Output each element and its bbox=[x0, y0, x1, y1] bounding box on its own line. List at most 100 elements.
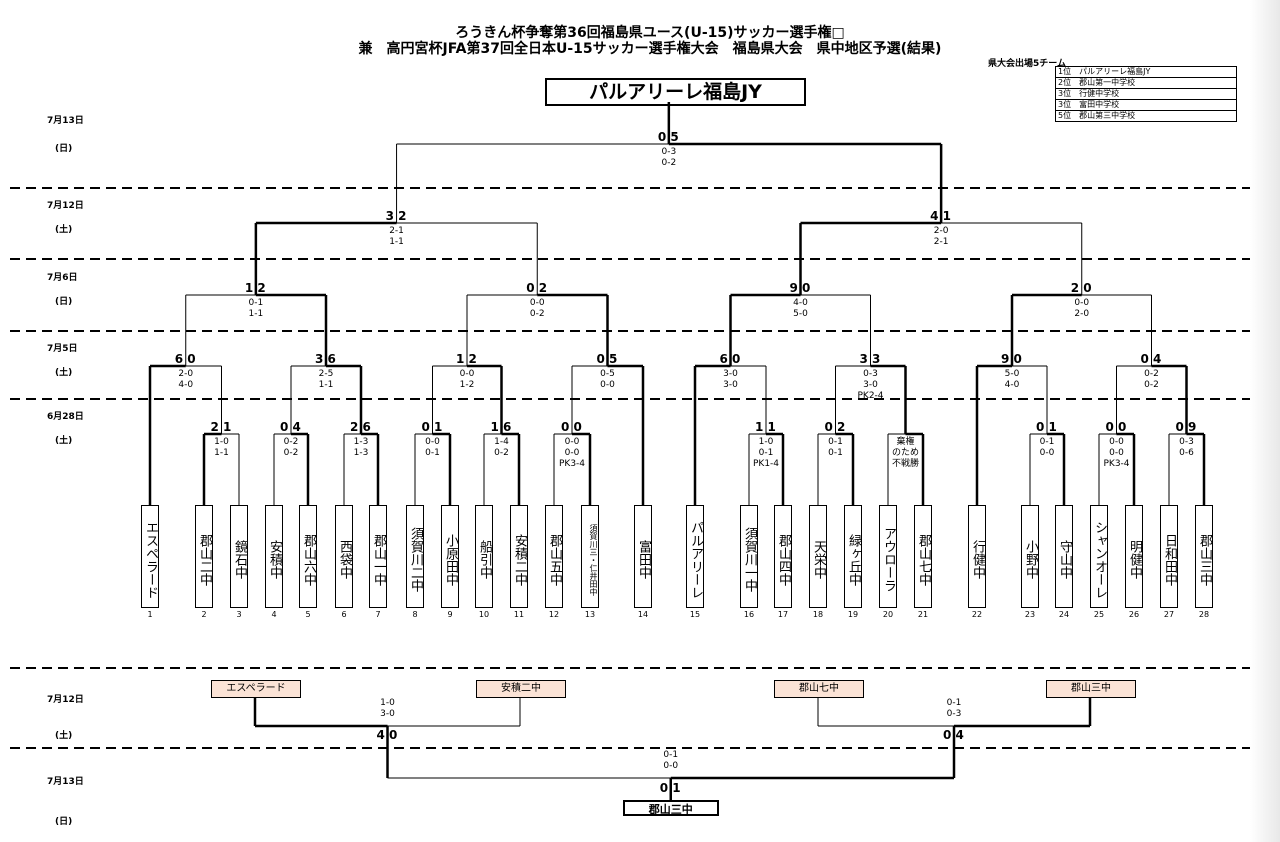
ranking-header: 県大会出場5チーム bbox=[988, 59, 1066, 69]
team-box: 緑ヶ丘中 bbox=[844, 505, 862, 608]
r2-match-detail: 2-0 bbox=[178, 369, 194, 379]
r1-match-detail: 0-1 bbox=[828, 448, 843, 458]
team-box: 郡山六中 bbox=[299, 505, 317, 608]
consolation-winner-box: 郡山三中 bbox=[622, 800, 719, 816]
r1-match-detail: 1-3 bbox=[353, 448, 369, 458]
r1-match-score: 0 4 bbox=[280, 420, 301, 434]
team-number: 18 bbox=[812, 610, 824, 619]
r2-match-detail: 4-0 bbox=[1004, 380, 1020, 390]
r2-match-detail: 0-0 bbox=[600, 380, 615, 390]
date-label: 6月28日 bbox=[47, 412, 84, 422]
r1-match-detail: 1-0 bbox=[214, 437, 229, 447]
r1-match-detail: 棄権 bbox=[896, 437, 915, 447]
team-box: 行健中 bbox=[968, 505, 986, 608]
team-box: 富田中 bbox=[634, 505, 652, 608]
consolation-final-detail: 0-0 bbox=[663, 761, 679, 771]
r1-match-detail: 0-0 bbox=[564, 448, 580, 458]
r3-match-detail: 0-0 bbox=[1074, 298, 1090, 308]
r3-match-detail: 0-2 bbox=[529, 309, 545, 319]
r1-match-score: 1 1 bbox=[755, 420, 776, 434]
r2-match-detail: 0-3 bbox=[863, 369, 878, 379]
ranking-row: 2位 郡山第一中学校 bbox=[1056, 78, 1236, 89]
team-number: 7 bbox=[375, 610, 381, 619]
r1-match-score: 2 6 bbox=[350, 420, 371, 434]
r1-match-detail: 0-1 bbox=[758, 448, 774, 458]
title-line-2: 兼 高円宮杯JFA第37回全日本U-15サッカー選手権大会 福島県大会 県中地区… bbox=[358, 41, 942, 57]
r4-match-detail: 2-1 bbox=[933, 237, 949, 247]
day-of-week-label: (日) bbox=[55, 144, 73, 154]
r1-match-score: 1 6 bbox=[490, 420, 512, 434]
day-of-week-label: (土) bbox=[55, 436, 73, 446]
team-number: 14 bbox=[637, 610, 649, 619]
ranking-row: 5位 郡山第三中学校 bbox=[1058, 111, 1136, 120]
team-box: 須賀川二中 bbox=[406, 505, 424, 608]
r2-match-detail: 1-1 bbox=[318, 380, 334, 390]
date-label: 7月6日 bbox=[47, 273, 78, 283]
r1-match-detail: 0-0 bbox=[1109, 437, 1124, 447]
team-box: 郡山七中 bbox=[914, 505, 932, 608]
r2-match-score: 9 0 bbox=[1001, 352, 1022, 366]
r1-match-detail: 0-1 bbox=[1039, 437, 1055, 447]
r2-match-score: 6 0 bbox=[719, 352, 741, 366]
team-number: 22 bbox=[971, 610, 983, 619]
day-of-week-label: (日) bbox=[55, 297, 73, 307]
r2-match-score: 1 2 bbox=[456, 352, 477, 366]
team-box: 郡山四中 bbox=[774, 505, 792, 608]
team-number: 16 bbox=[743, 610, 755, 619]
r2-match-detail: 4-0 bbox=[178, 380, 194, 390]
r1-match-score: 0 1 bbox=[421, 420, 443, 434]
r1-match-score: 0 9 bbox=[1175, 420, 1197, 434]
team-box: 安積二中 bbox=[510, 505, 528, 608]
r4-match-score: 3 2 bbox=[385, 209, 407, 223]
team-number: 28 bbox=[1198, 610, 1210, 619]
r1-match-detail: 0-2 bbox=[494, 448, 509, 458]
consolation-semi-score: 0 4 bbox=[943, 728, 964, 742]
r2-match-detail: 1-2 bbox=[459, 380, 475, 390]
r3-match-detail: 2-0 bbox=[1074, 309, 1090, 319]
day-of-week-label: (土) bbox=[55, 368, 73, 378]
team-box: 船引中 bbox=[475, 505, 493, 608]
team-box: 西袋中 bbox=[335, 505, 353, 608]
date-label: 7月12日 bbox=[47, 201, 84, 211]
team-box: 郡山一中 bbox=[369, 505, 387, 608]
consolation-team-box: 郡山七中 bbox=[774, 680, 864, 698]
r1-match-detail: PK3-4 bbox=[558, 459, 586, 469]
team-number: 13 bbox=[584, 610, 596, 619]
team-box: 小原田中 bbox=[441, 505, 459, 608]
r1-match-detail: 0-0 bbox=[425, 437, 440, 447]
team-box: アウローラ bbox=[879, 505, 897, 608]
r1-match-detail: 0-0 bbox=[1039, 448, 1055, 458]
r1-match-detail: 1-1 bbox=[214, 448, 229, 458]
team-number: 4 bbox=[271, 610, 277, 619]
r2-match-detail: 0-2 bbox=[1144, 380, 1159, 390]
r2-match-detail: 0-0 bbox=[459, 369, 475, 379]
team-box: 鏡石中 bbox=[230, 505, 248, 608]
r4-match-detail: 2-0 bbox=[933, 226, 949, 236]
r1-match-detail: 1-0 bbox=[758, 437, 774, 447]
consolation-team-box: 安積二中 bbox=[476, 680, 566, 698]
team-number: 27 bbox=[1163, 610, 1175, 619]
team-number: 8 bbox=[412, 610, 418, 619]
champion-box: パルアリーレ福島JY bbox=[545, 78, 806, 106]
consolation-semi-detail: 0-3 bbox=[946, 709, 962, 719]
r4-match-score: 4 1 bbox=[930, 209, 952, 223]
r1-match-detail: 0-3 bbox=[1179, 437, 1194, 447]
r1-match-detail: PK3-4 bbox=[1103, 459, 1130, 469]
r3-match-detail: 5-0 bbox=[793, 309, 808, 319]
r2-match-detail: 3-0 bbox=[723, 369, 738, 379]
r1-match-score: 0 2 bbox=[824, 420, 846, 434]
consolation-team-box: エスペラード bbox=[211, 680, 301, 698]
date-label: 7月13日 bbox=[47, 777, 84, 787]
r2-match-detail: 2-5 bbox=[318, 369, 334, 379]
r2-match-detail: 0-2 bbox=[1144, 369, 1159, 379]
team-box: パルアリーレ bbox=[686, 505, 704, 608]
r2-match-score: 6 0 bbox=[174, 352, 196, 366]
r3-match-detail: 0-0 bbox=[529, 298, 545, 308]
team-box: シャンオーレ bbox=[1090, 505, 1108, 608]
r3-match-score: 2 0 bbox=[1070, 281, 1092, 295]
team-box: 郡山五中 bbox=[545, 505, 563, 608]
consolation-semi-detail: 1-0 bbox=[380, 698, 395, 708]
r2-match-detail: 3-0 bbox=[723, 380, 738, 390]
